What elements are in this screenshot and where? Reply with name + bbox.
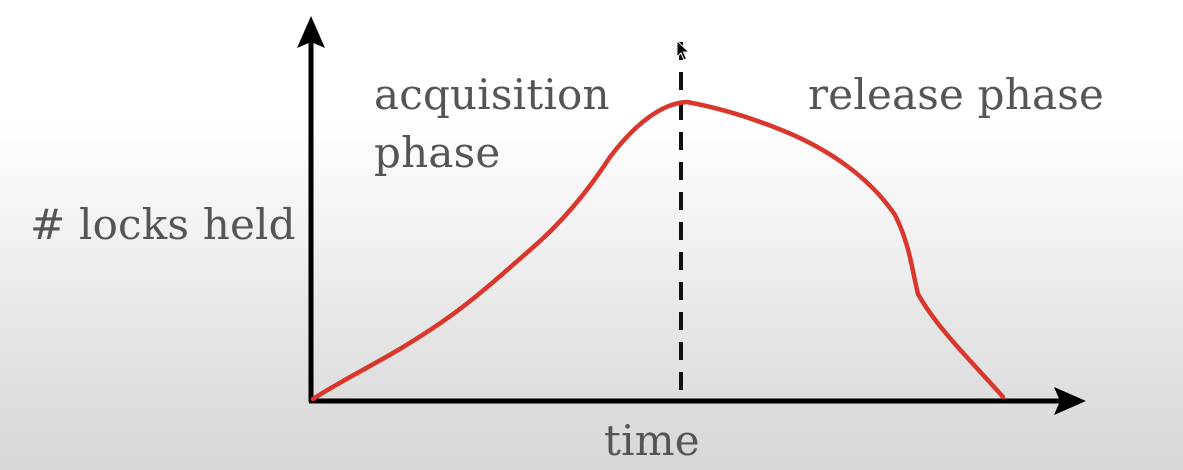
x-axis-label: time [604,416,700,465]
release-phase-label: release phase [808,70,1105,119]
y-axis-arrow-head [297,16,325,48]
mouse-pointer-icon [676,40,690,61]
x-axis-arrow-head [1054,387,1086,415]
acquisition-phase-label-line-1: acquisition [374,70,610,119]
acquisition-phase-label-line-2: phase [374,128,501,177]
locks-held-curve [310,99,1006,402]
y-axis-label: # locks held [30,200,296,249]
